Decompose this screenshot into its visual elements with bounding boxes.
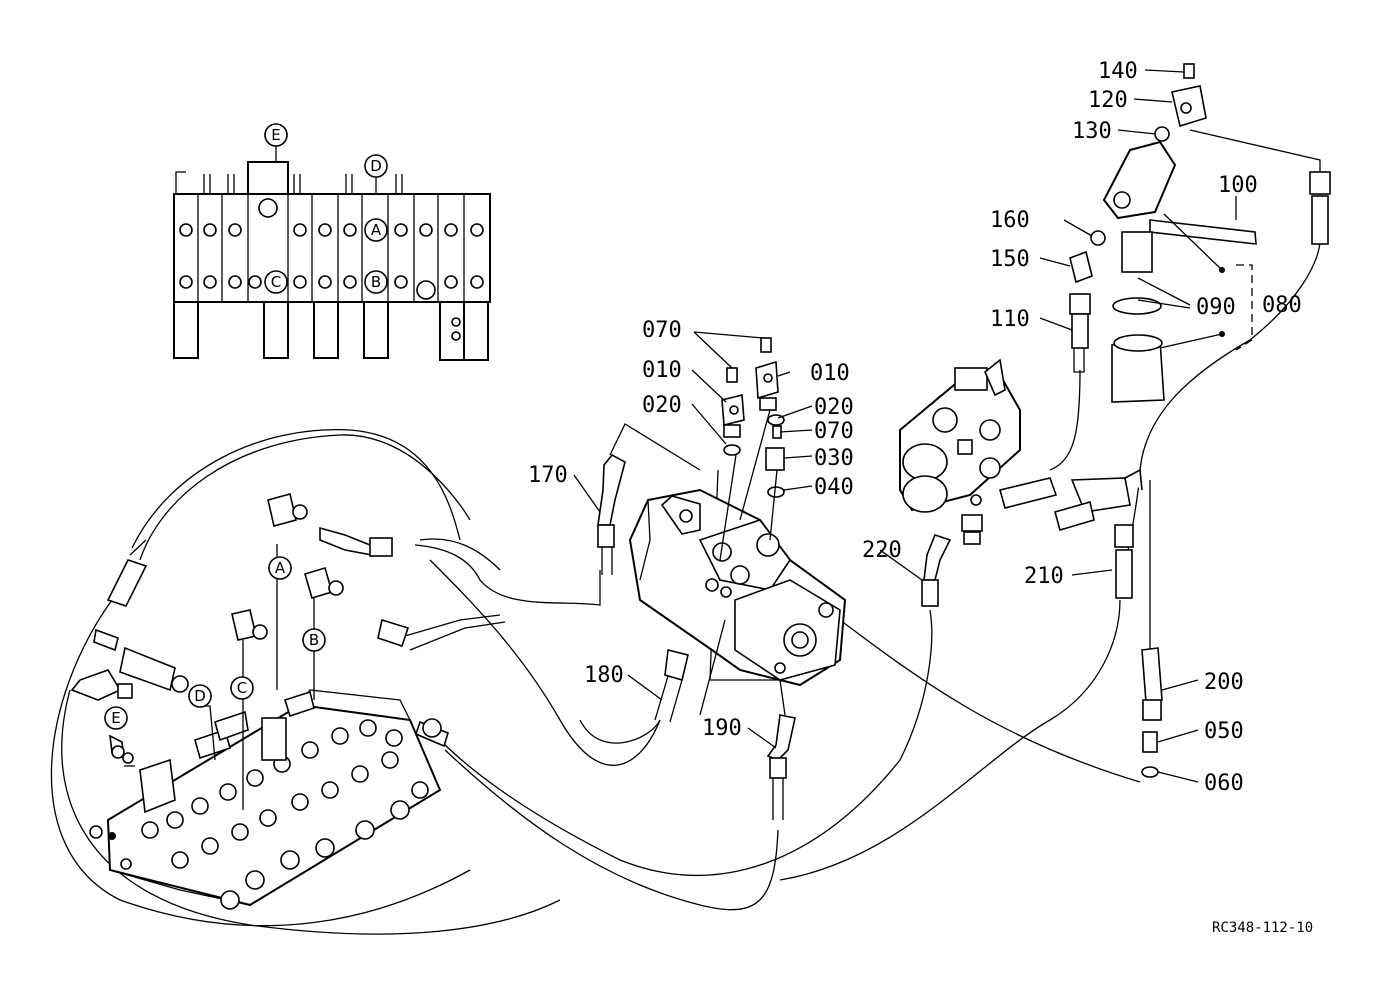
callout-020-left: 020 <box>642 393 682 418</box>
callout-050: 050 <box>1204 719 1244 744</box>
callout-150: 150 <box>990 247 1030 272</box>
callout-circle-E-inset <box>264 123 288 147</box>
hose-lines <box>50 129 1321 935</box>
callout-letter-D-inset: D <box>370 157 382 175</box>
callout-letter-C-inset: C <box>271 273 281 291</box>
solenoid-valve-assembly <box>1069 63 1257 403</box>
callout-170: 170 <box>528 463 568 488</box>
callout-letter-E: E <box>111 709 120 727</box>
callout-letter-B-inset: B <box>371 273 381 291</box>
callout-090: 090 <box>1196 295 1236 320</box>
callout-letter-C: C <box>237 679 247 697</box>
valve-fittings: A B C D E <box>70 493 506 810</box>
callout-200: 200 <box>1204 670 1244 695</box>
pilot-valve-block <box>899 358 1143 545</box>
callout-220: 220 <box>862 538 902 563</box>
callout-letter-B: B <box>309 631 319 649</box>
callout-letter-A: A <box>275 559 286 577</box>
callout-010-right: 010 <box>810 361 850 386</box>
callout-120: 120 <box>1088 88 1128 113</box>
callout-060: 060 <box>1204 771 1244 796</box>
control-valve-assembly <box>89 689 449 910</box>
hydraulic-pump <box>628 488 847 687</box>
callout-030: 030 <box>814 446 854 471</box>
callout-100: 100 <box>1218 173 1258 198</box>
callout-140: 140 <box>1098 59 1138 84</box>
hose-assemblies <box>597 171 1331 820</box>
callout-160: 160 <box>990 208 1030 233</box>
callout-040: 040 <box>814 475 854 500</box>
callout-180: 180 <box>584 663 624 688</box>
callout-210: 210 <box>1024 564 1064 589</box>
callout-110: 110 <box>990 307 1030 332</box>
callout-070-right: 070 <box>814 419 854 444</box>
drawing-code: RC348-112-10 <box>1212 920 1313 936</box>
leader-lines <box>573 69 1237 783</box>
callout-labels: 140 120 130 100 160 150 090 080 110 070 … <box>528 59 1302 796</box>
callout-070-top: 070 <box>642 318 682 343</box>
callout-letter-D: D <box>194 687 206 705</box>
callout-190: 190 <box>702 716 742 741</box>
callout-020-right: 020 <box>814 395 854 420</box>
callout-080: 080 <box>1262 293 1302 318</box>
callout-010-left: 010 <box>642 358 682 383</box>
callout-130: 130 <box>1072 119 1112 144</box>
callout-letter-A-inset: A <box>371 221 382 239</box>
valve-schematic-inset: E D A B C <box>173 123 491 361</box>
callout-letter-E-inset: E <box>271 126 280 144</box>
